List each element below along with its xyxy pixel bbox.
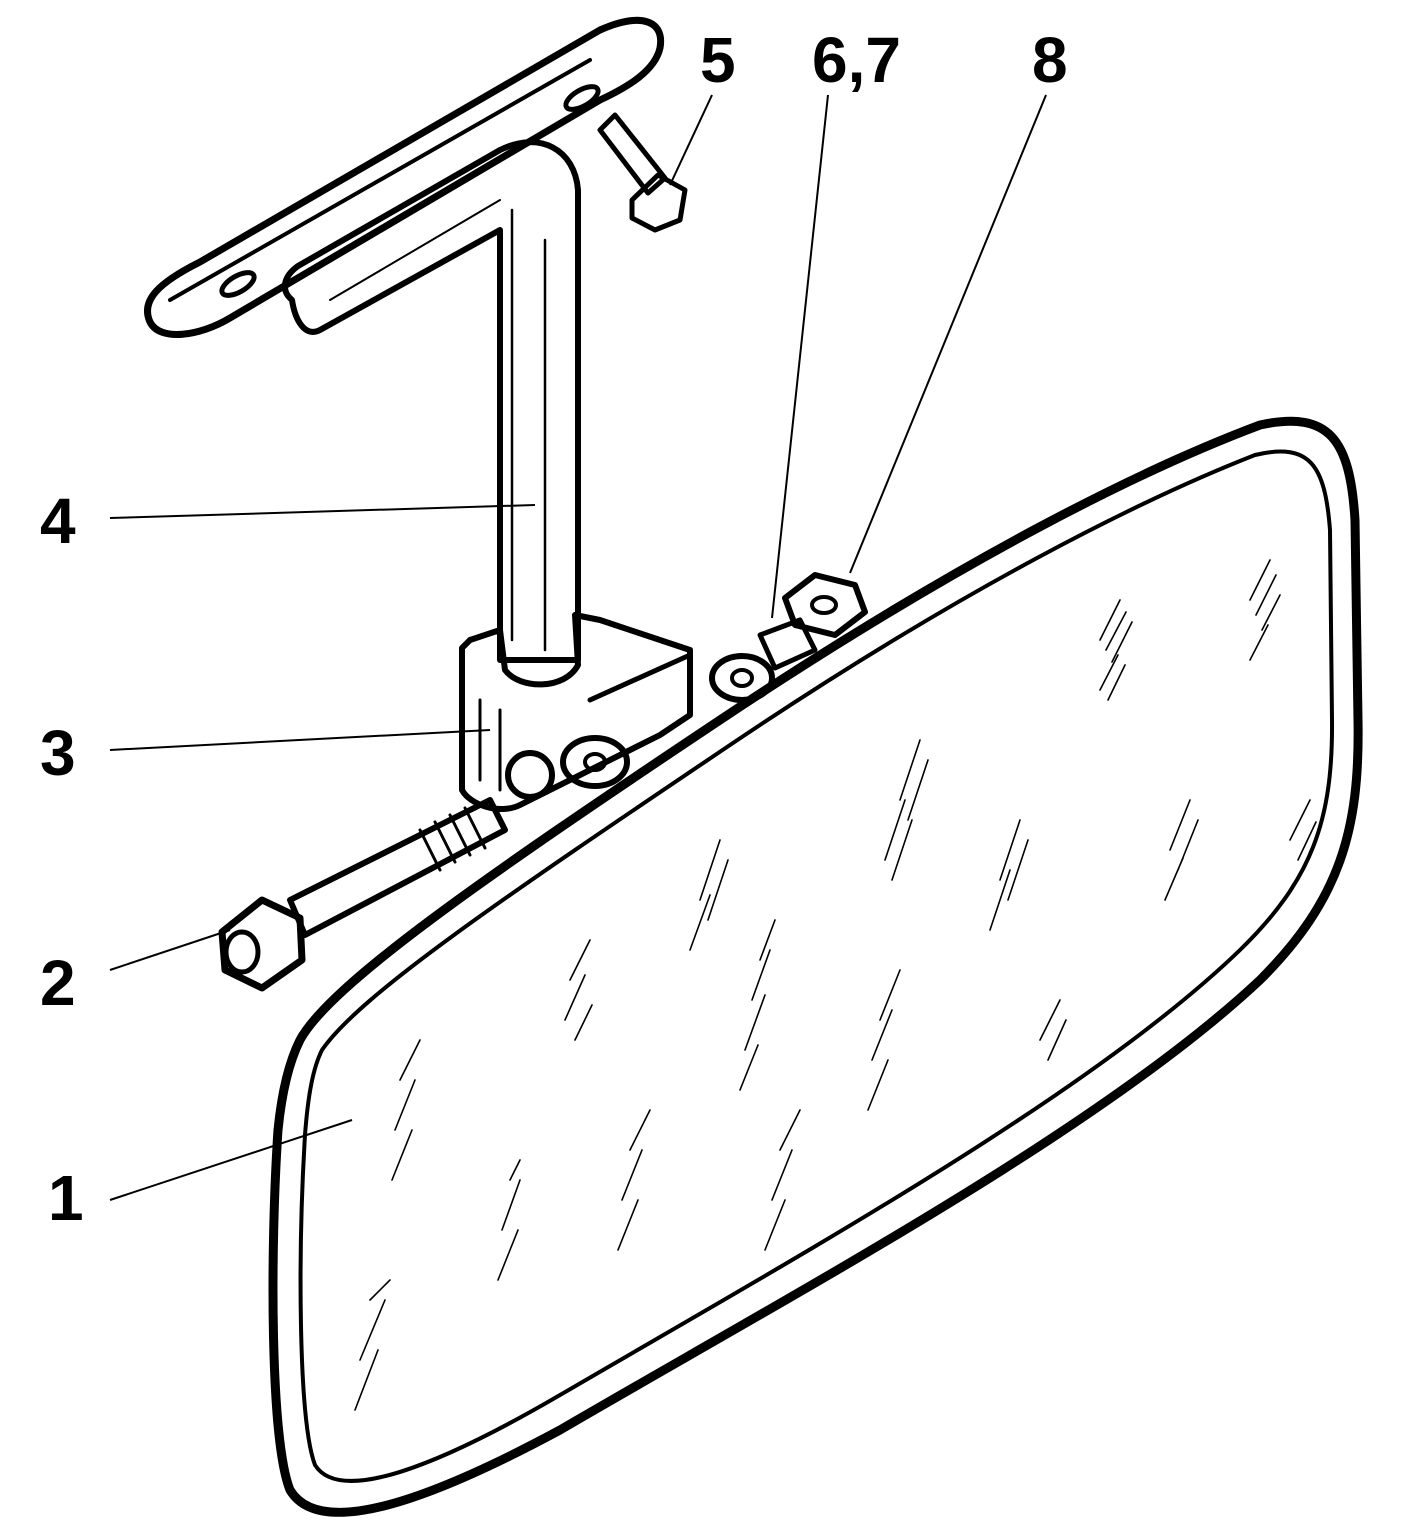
leader-line-2 [109, 929, 231, 971]
callout-67: 6,7 [812, 24, 901, 96]
mounting-base-plate [144, 16, 665, 338]
clamp-bolt [218, 797, 508, 992]
callout-labels: 1 2 3 4 5 6,7 8 [40, 24, 1068, 1234]
mounting-screw [597, 112, 688, 233]
support-arm [281, 139, 581, 663]
callout-4: 4 [40, 485, 76, 557]
callout-8: 8 [1032, 24, 1068, 96]
leader-line-67 [771, 94, 829, 619]
nut [782, 572, 868, 638]
leader-line-5 [669, 94, 713, 186]
leader-line-3 [109, 729, 491, 751]
callout-1: 1 [48, 1162, 84, 1234]
callout-2: 2 [40, 947, 76, 1019]
callout-5: 5 [700, 24, 736, 96]
glass-reflection-hatching [354, 559, 1317, 1411]
callout-3: 3 [40, 717, 76, 789]
leader-line-4 [109, 504, 536, 519]
rear-nut [505, 735, 630, 800]
mirror-glass [268, 416, 1363, 1517]
leader-line-1 [109, 1119, 353, 1201]
washer-and-bushing [709, 617, 818, 703]
leader-line-8 [849, 94, 1047, 574]
leader-lines [109, 94, 1047, 1201]
